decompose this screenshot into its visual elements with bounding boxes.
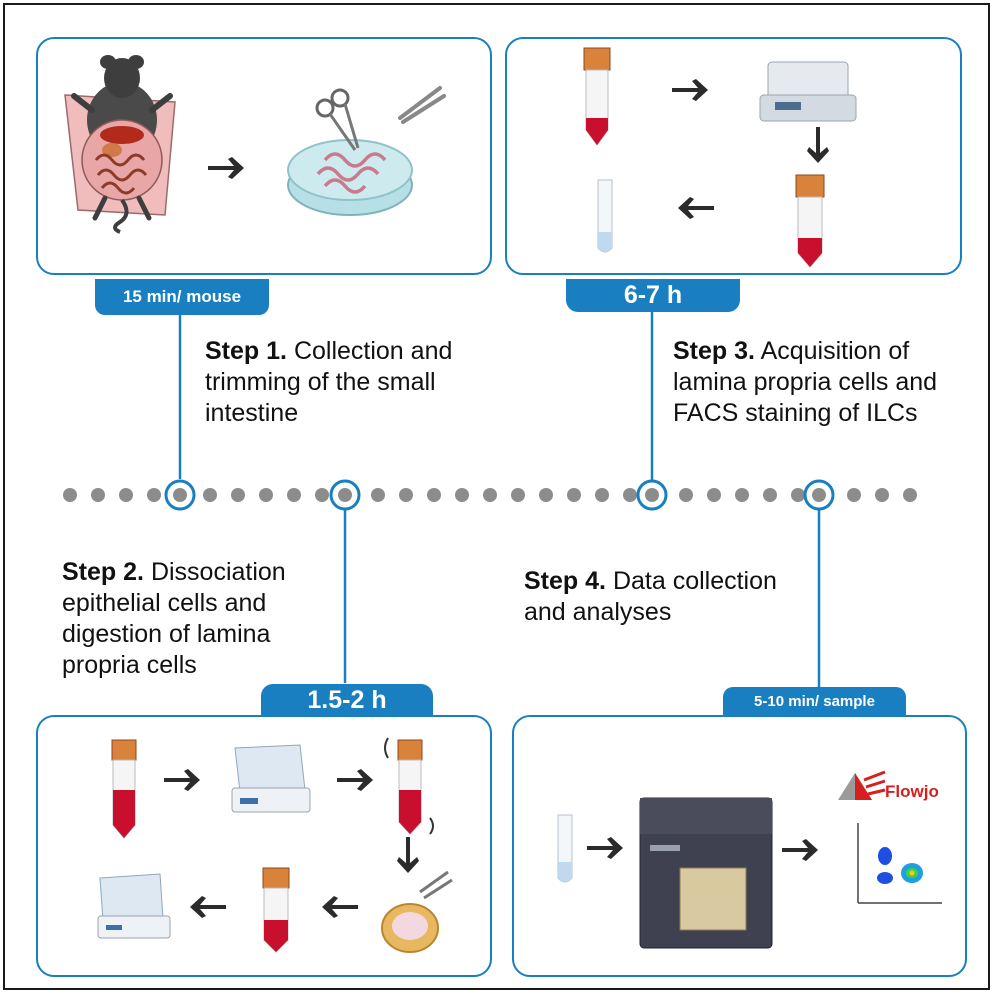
facs-tube-icon xyxy=(557,814,573,883)
timeline-dot xyxy=(875,488,889,502)
timeline-dot xyxy=(371,488,385,502)
arrow-icon xyxy=(322,896,358,918)
step2-label: Step 2. xyxy=(62,558,144,586)
timeline-dot xyxy=(455,488,469,502)
step3-description: Acquisition of lamina propria cells and … xyxy=(673,337,938,427)
step2-text: Step 2. Dissociation epithelial cells an… xyxy=(62,557,320,681)
flow-cytometer-icon xyxy=(639,797,773,949)
timeline-dot xyxy=(287,488,301,502)
step3-label: Step 3. xyxy=(673,337,755,365)
digestion-dish-icon xyxy=(381,870,453,953)
timeline-dot xyxy=(595,488,609,502)
petri-dish-icon xyxy=(287,139,413,216)
timeline-dot xyxy=(91,488,105,502)
timeline-step-node-dot xyxy=(338,488,352,502)
centrifuge-tube-icon xyxy=(111,739,137,839)
timeline-dot xyxy=(763,488,777,502)
facs-tube-icon xyxy=(597,179,613,253)
timeline-dot xyxy=(735,488,749,502)
centrifuge-tube-icon xyxy=(795,174,825,268)
arrow-icon xyxy=(208,157,244,179)
step4-text: Step 4. Data collection and analyses xyxy=(524,566,824,628)
timeline-dot xyxy=(63,488,77,502)
timeline-dot xyxy=(231,488,245,502)
timeline-dot xyxy=(119,488,133,502)
step1-text: Step 1. Collection and trimming of the s… xyxy=(205,336,495,429)
step4-label: Step 4. xyxy=(524,567,606,595)
step1-time-tag: 15 min/ mouse xyxy=(95,279,269,315)
timeline xyxy=(63,479,917,511)
timeline-dot xyxy=(315,488,329,502)
step1-description: Collection and trimming of the small int… xyxy=(205,337,453,427)
step2-time-tag: 1.5-2 h xyxy=(261,684,433,717)
arrow-icon xyxy=(337,769,373,791)
timeline-step-node-dot xyxy=(173,488,187,502)
figure-frame xyxy=(3,3,990,990)
mouse-dissection-icon xyxy=(64,55,176,234)
timeline-dot xyxy=(539,488,553,502)
timeline-dot xyxy=(511,488,525,502)
step3-panel xyxy=(505,37,962,275)
timeline-dot xyxy=(483,488,497,502)
step3-time-tag: 6-7 h xyxy=(566,279,740,312)
arrow-icon xyxy=(190,896,226,918)
arrow-icon xyxy=(782,839,818,861)
centrifuge-icon xyxy=(759,61,857,122)
timeline-dot xyxy=(203,488,217,502)
forceps-icon xyxy=(398,86,446,124)
arrow-icon xyxy=(587,837,623,859)
shaker-incubator-icon xyxy=(231,744,311,813)
timeline-dot xyxy=(903,488,917,502)
timeline-step-node-dot xyxy=(812,488,826,502)
timeline-dot xyxy=(259,488,273,502)
timeline-dot xyxy=(847,488,861,502)
flowjo-logo-text: Flowjo xyxy=(885,782,939,801)
centrifuge-tube-icon xyxy=(583,47,611,146)
timeline-dot xyxy=(707,488,721,502)
arrow-icon xyxy=(807,127,829,163)
timeline-dot xyxy=(679,488,693,502)
step2-description: Dissociation epithelial cells and digest… xyxy=(62,558,286,679)
arrow-icon xyxy=(164,769,200,791)
step4-description: Data collection and analyses xyxy=(524,567,777,626)
step3-text: Step 3. Acquisition of lamina propria ce… xyxy=(673,336,953,429)
arrow-icon xyxy=(672,79,708,101)
timeline-dot xyxy=(147,488,161,502)
arrow-icon xyxy=(678,197,714,219)
arrows xyxy=(164,79,829,918)
timeline-dot xyxy=(623,488,637,502)
step4-time-tag: 5-10 min/ sample xyxy=(723,687,906,717)
connector-lines xyxy=(178,309,821,687)
flowjo-logo-icon xyxy=(838,770,886,800)
timeline-step-node-dot xyxy=(645,488,659,502)
step1-label: Step 1. xyxy=(205,337,287,365)
arrow-icon xyxy=(397,837,419,873)
timeline-dot xyxy=(567,488,581,502)
centrifuge-tube-icon xyxy=(262,867,290,953)
density-plot-icon xyxy=(857,823,942,904)
centrifuge-tube-icon xyxy=(384,737,434,835)
timeline-dot xyxy=(427,488,441,502)
timeline-dot xyxy=(399,488,413,502)
scissors-icon xyxy=(315,88,360,151)
timeline-dot xyxy=(791,488,805,502)
shaker-incubator-icon xyxy=(97,873,171,939)
